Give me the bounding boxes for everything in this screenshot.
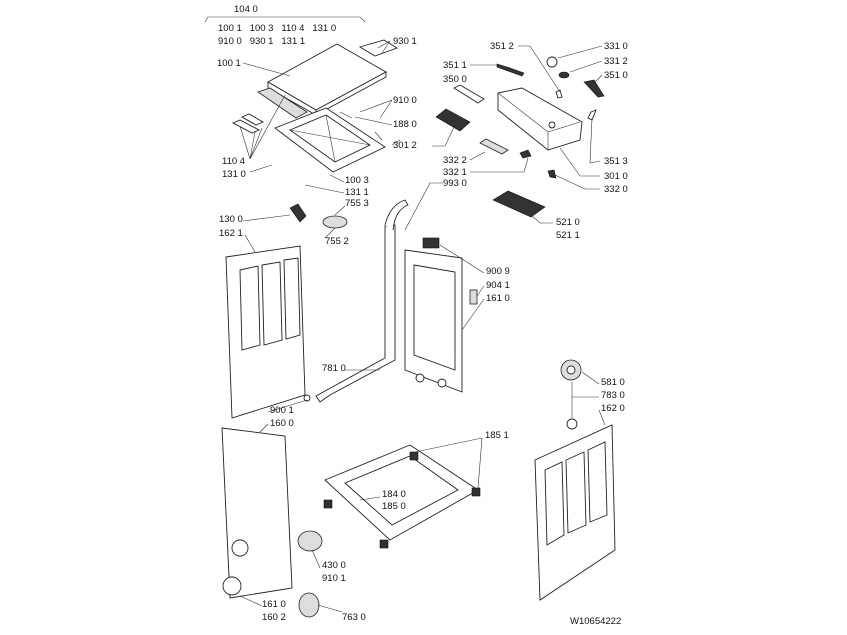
part-label: 110 4 [222, 156, 245, 167]
part-label: 100 1 [217, 58, 241, 69]
part-label: 900 9 [486, 266, 510, 277]
part-label: 755 3 [345, 198, 369, 209]
part-label: 430 0 [322, 560, 346, 571]
part-label: 783 0 [601, 390, 625, 401]
part-label: 332 0 [604, 184, 628, 195]
part-label: 350 0 [443, 74, 467, 85]
right-side-panel [534, 359, 616, 601]
part-label: 521 0 [556, 217, 580, 228]
part-label: 755 2 [325, 236, 349, 247]
part-label: 581 0 [601, 377, 625, 388]
part-label: 184 0 [382, 489, 406, 500]
group-header: 104 0 [234, 4, 258, 15]
part-label: 185 1 [485, 430, 509, 441]
part-label: 100 3 [345, 175, 369, 186]
part-label: 161 0 [262, 599, 286, 610]
part-label: 351 0 [604, 70, 628, 81]
part-label: 131 0 [222, 169, 246, 180]
base-frame [297, 444, 481, 618]
part-label: 781 0 [322, 363, 346, 374]
part-label: 332 2 [443, 155, 467, 166]
part-label: 301 0 [604, 171, 628, 182]
front-panel [221, 394, 311, 599]
part-label: 521 1 [556, 230, 580, 241]
part-label: 130 0 [219, 214, 243, 225]
top-lid [231, 39, 399, 173]
part-label: 930 1 [393, 36, 417, 47]
part-label: 161 0 [486, 293, 510, 304]
control-panel [435, 56, 605, 218]
part-label: 331 0 [604, 41, 628, 52]
part-label: 160 2 [262, 612, 286, 623]
part-label: 904 1 [486, 280, 510, 291]
group-row-2: 910 0 930 1 131 1 [218, 36, 305, 47]
part-label: 351 3 [604, 156, 628, 167]
part-label: 351 1 [443, 60, 467, 71]
part-label: 900 1 [270, 405, 294, 416]
part-label: 301 2 [393, 140, 417, 151]
part-label: 131 1 [345, 187, 369, 198]
part-label: 162 1 [219, 228, 243, 239]
part-label: 162 0 [601, 403, 625, 414]
part-label: 351 2 [490, 41, 514, 52]
drawing-number: W10654222 [570, 616, 621, 627]
group-row-1: 100 1 100 3 110 4 131 0 [218, 23, 336, 34]
part-label: 188 0 [393, 119, 417, 130]
part-label: 331 2 [604, 56, 628, 67]
part-label: 763 0 [342, 612, 366, 623]
part-label: 160 0 [270, 418, 294, 429]
part-label: 185 0 [382, 501, 406, 512]
part-label: 993 0 [443, 178, 467, 189]
part-label: 910 0 [393, 95, 417, 106]
part-label: 910 1 [322, 573, 346, 584]
rear-frame [315, 199, 478, 403]
left-side-panel [225, 203, 348, 419]
part-label: 332 1 [443, 167, 467, 178]
